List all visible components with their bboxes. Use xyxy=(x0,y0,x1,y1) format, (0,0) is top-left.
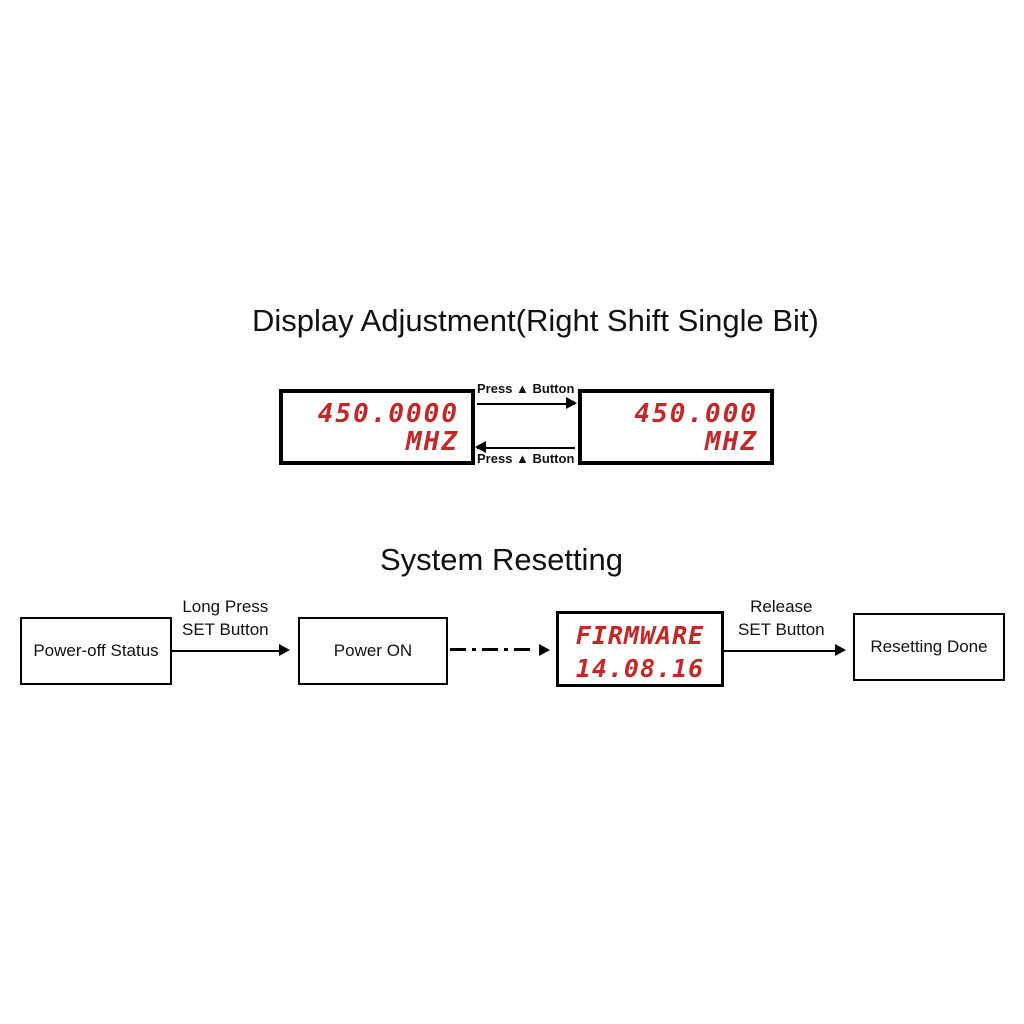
lcd-panel-firmware: FIRMWARE 14.08.16 xyxy=(556,611,724,687)
connector-label-release: Release SET Button xyxy=(738,595,825,641)
lcd-left-frequency: 450.0000 xyxy=(317,399,459,429)
connector-label-long-press-line1: Long Press xyxy=(182,597,269,616)
firmware-version-text: 14.08.16 xyxy=(575,654,705,683)
flow-box-power-on-label: Power ON xyxy=(333,641,413,660)
connector-3-arrow-head-icon xyxy=(835,644,846,656)
system-resetting-title: System Resetting xyxy=(380,542,623,577)
lcd-right-unit: MHZ xyxy=(705,427,758,457)
connector-label-long-press: Long Press SET Button xyxy=(182,595,269,641)
connector-2-arrow-head-icon xyxy=(539,644,550,656)
connector-2-dot-2 xyxy=(504,648,508,651)
connector-label-long-press-line2: SET Button xyxy=(182,620,269,639)
press-up-button-label-top: Press ▲ Button xyxy=(477,381,575,396)
connector-line-3 xyxy=(724,650,842,652)
arrow-line-left xyxy=(477,447,575,449)
connector-label-release-line1: Release xyxy=(750,597,813,616)
arrow-head-left-icon xyxy=(475,441,486,453)
arrow-line-right xyxy=(477,403,575,405)
connector-2-dash-3 xyxy=(514,648,530,651)
flow-box-power-on: Power ON xyxy=(298,617,448,685)
flow-box-power-off-status-label: Power-off Status xyxy=(33,641,159,660)
connector-line-1 xyxy=(172,650,286,652)
lcd-right-frequency: 450.000 xyxy=(634,399,758,429)
firmware-name-text: FIRMWARE xyxy=(575,621,705,650)
connector-2-dash-1 xyxy=(450,648,466,651)
press-up-button-label-bottom: Press ▲ Button xyxy=(477,451,575,466)
arrow-head-right-icon xyxy=(566,397,577,409)
display-adjustment-title: Display Adjustment(Right Shift Single Bi… xyxy=(252,303,819,338)
flow-box-resetting-done-label: Resetting Done xyxy=(870,637,988,656)
flow-box-power-off-status: Power-off Status xyxy=(20,617,172,685)
connector-label-release-line2: SET Button xyxy=(738,620,825,639)
lcd-panel-right: 450.000 MHZ xyxy=(578,389,774,465)
connector-1-arrow-head-icon xyxy=(279,644,290,656)
lcd-left-unit: MHZ xyxy=(406,427,459,457)
lcd-panel-left: 450.0000 MHZ xyxy=(279,389,475,465)
flow-box-resetting-done: Resetting Done xyxy=(853,613,1005,681)
connector-2-dot-1 xyxy=(472,648,476,651)
connector-2-dash-2 xyxy=(482,648,498,651)
